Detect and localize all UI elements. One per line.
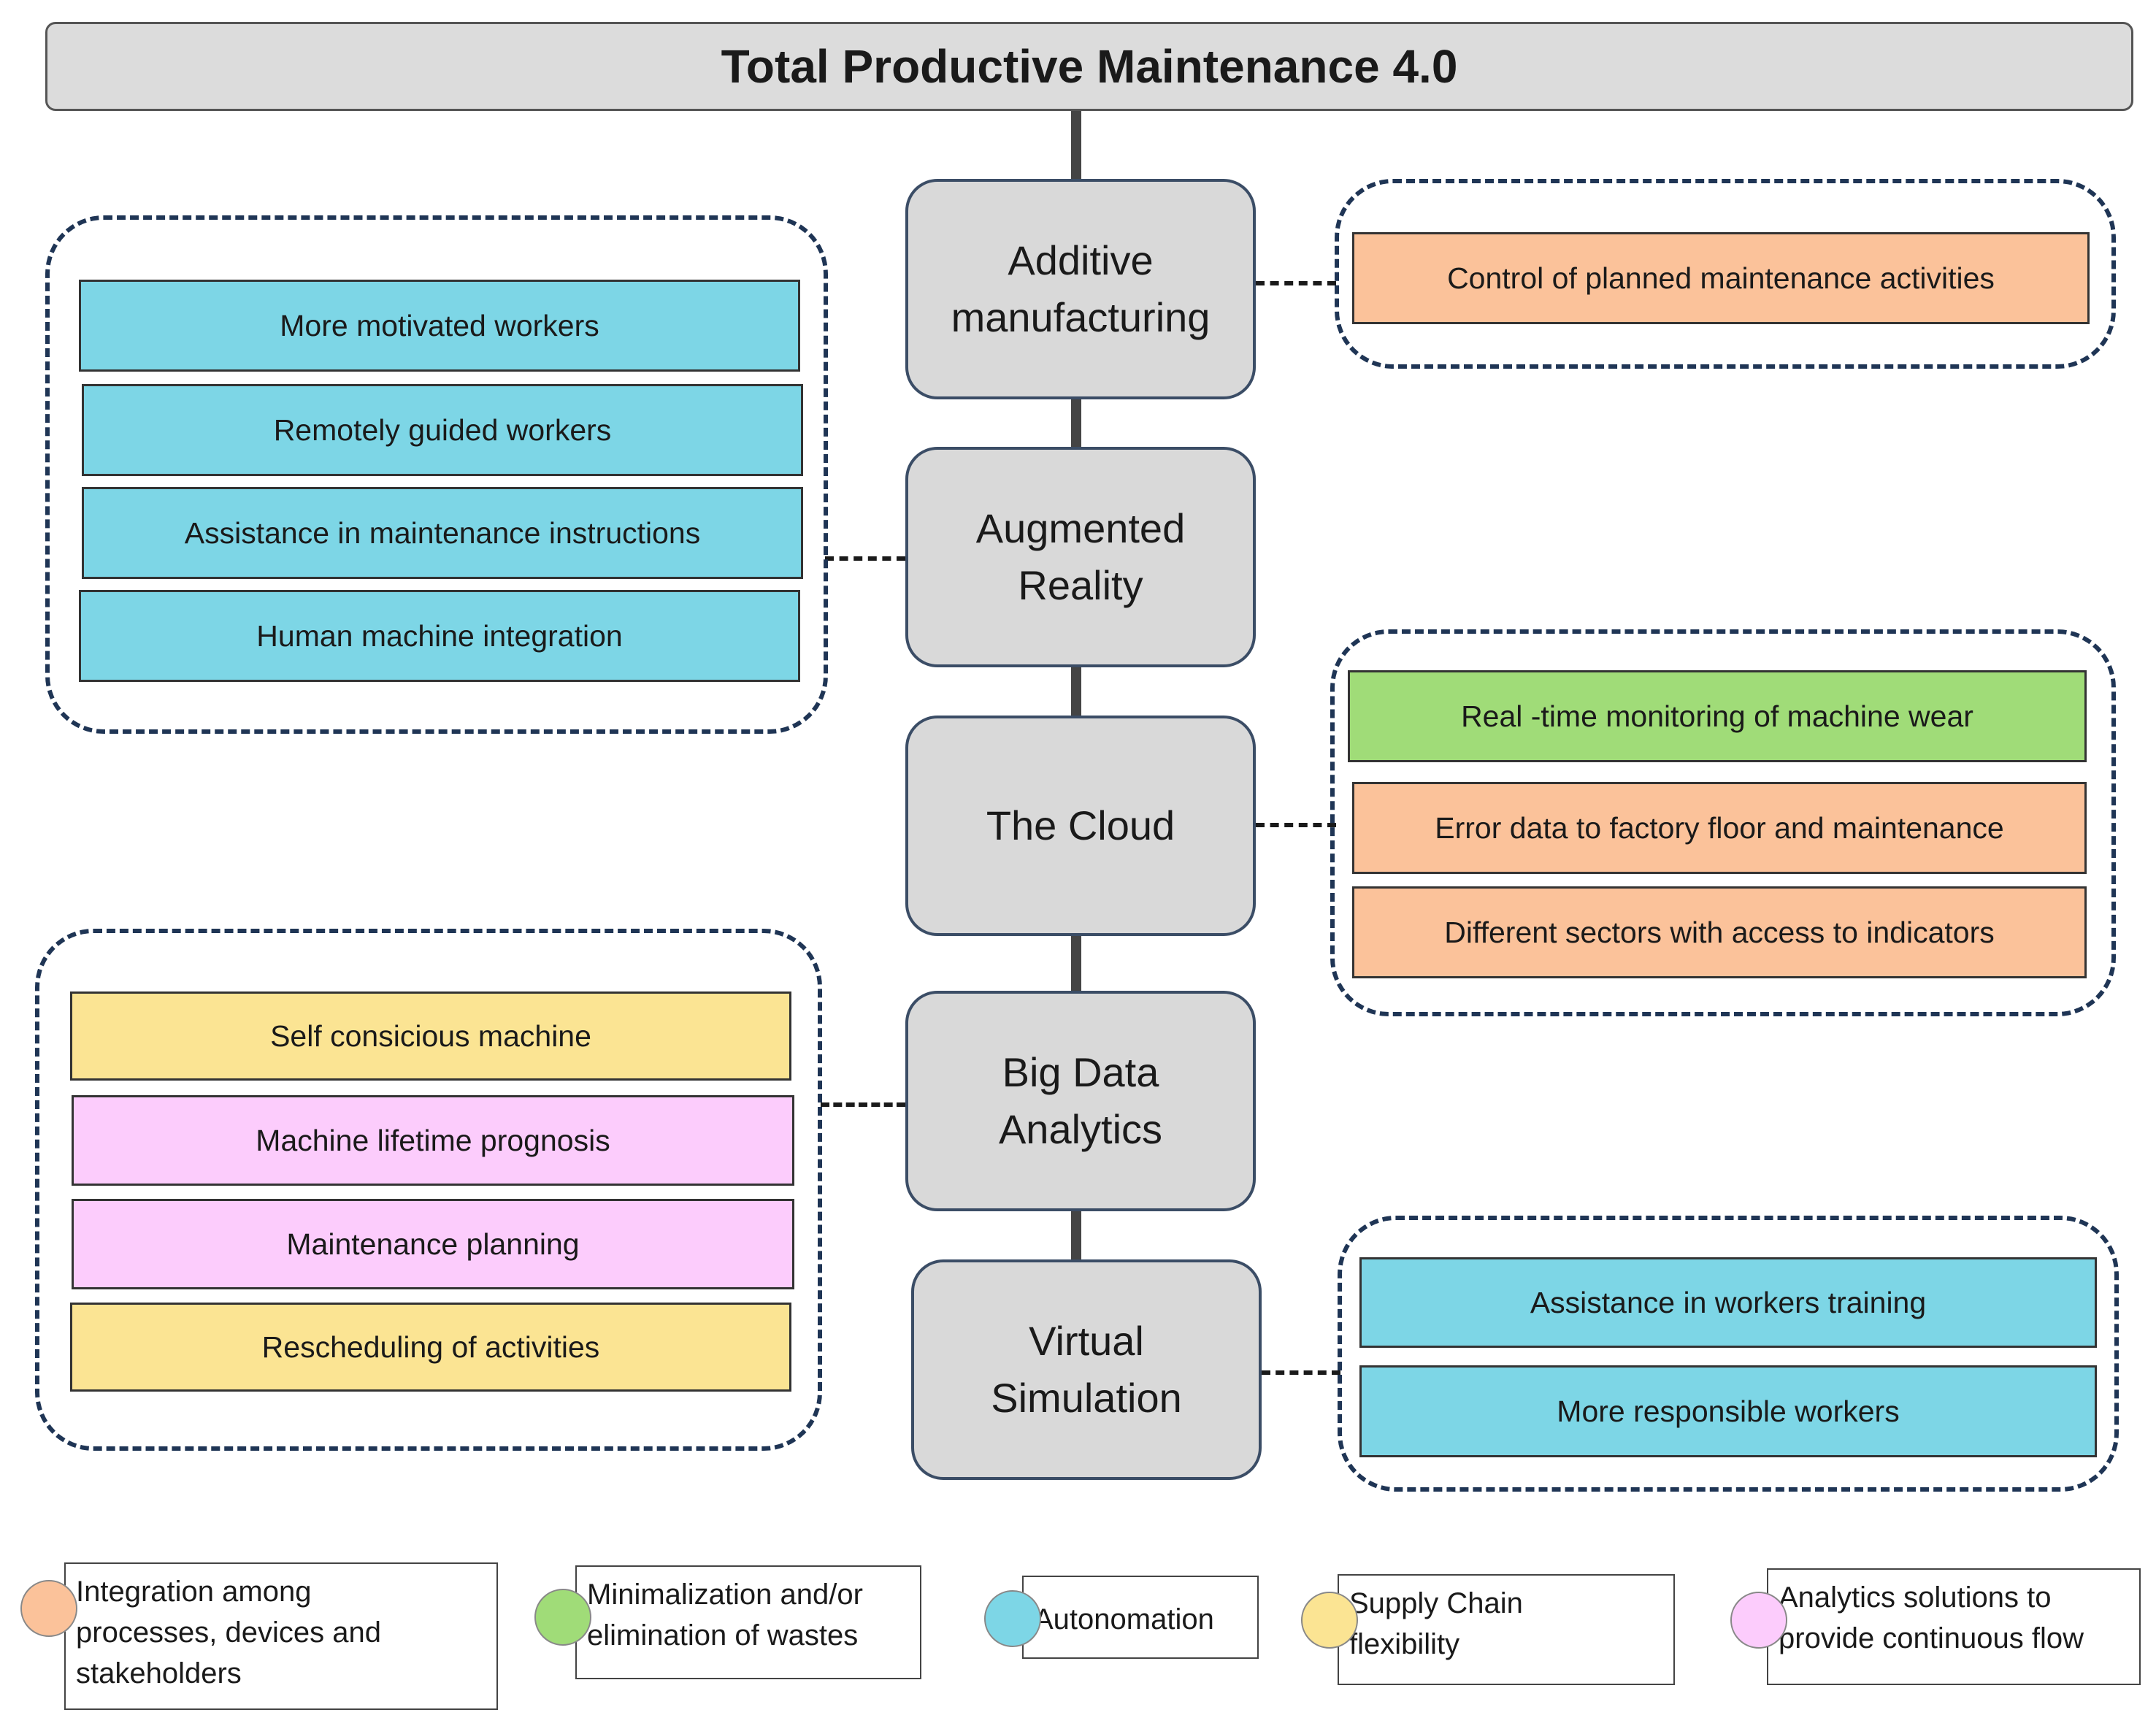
item-error-data: Error data to factory floor and maintena… [1352,782,2087,874]
tech-additive-manufacturing: Additive manufacturing [905,179,1256,399]
legend-item-integration: Integration among processes, devices and… [64,1562,498,1710]
item-real-time-monitoring: Real -time monitoring of machine wear [1348,670,2087,762]
item-assistance-maintenance-instructions: Assistance in maintenance instructions [82,487,803,579]
item-assistance-workers-training: Assistance in workers training [1359,1257,2097,1348]
connector-additive [1256,281,1336,285]
legend-dot-autonomation [984,1590,1041,1647]
legend-dot-integration [20,1580,77,1637]
item-human-machine-integration: Human machine integration [79,590,800,682]
connector-cloud [1256,823,1336,827]
connector-bigdata [821,1102,905,1107]
diagram-title: Total Productive Maintenance 4.0 [45,22,2133,111]
item-remotely-guided-workers: Remotely guided workers [82,384,803,476]
tech-virtual-simulation: Virtual Simulation [911,1259,1262,1480]
spine-line [1071,111,1081,1265]
item-more-motivated-workers: More motivated workers [79,280,800,372]
item-self-conscious-machine: Self consicious machine [70,992,791,1081]
item-control-planned-maintenance: Control of planned maintenance activitie… [1352,232,2090,324]
connector-virtual [1262,1370,1340,1375]
legend-item-supply-chain: Supply Chain flexibility [1338,1574,1675,1685]
item-machine-lifetime-prognosis: Machine lifetime prognosis [72,1095,794,1186]
item-maintenance-planning: Maintenance planning [72,1199,794,1289]
item-rescheduling-activities: Rescheduling of activities [70,1303,791,1392]
legend-dot-wastes [534,1589,591,1646]
group-bigdata [35,929,822,1451]
item-more-responsible-workers: More responsible workers [1359,1365,2097,1457]
group-cloud [1330,629,2116,1016]
item-different-sectors: Different sectors with access to indicat… [1352,886,2087,978]
legend-dot-analytics [1730,1592,1787,1649]
group-virtual [1338,1216,2119,1492]
legend-item-analytics: Analytics solutions to provide continuou… [1767,1568,2141,1685]
tech-the-cloud: The Cloud [905,716,1256,936]
connector-ar [825,556,905,561]
legend-item-wastes: Minimalization and/or elimination of was… [575,1565,921,1679]
group-ar [45,215,828,734]
legend-item-autonomation: Autonomation [1022,1576,1259,1659]
group-additive [1335,179,2116,369]
tech-big-data-analytics: Big Data Analytics [905,991,1256,1211]
legend-dot-supply-chain [1301,1592,1358,1649]
tech-augmented-reality: Augmented Reality [905,447,1256,667]
